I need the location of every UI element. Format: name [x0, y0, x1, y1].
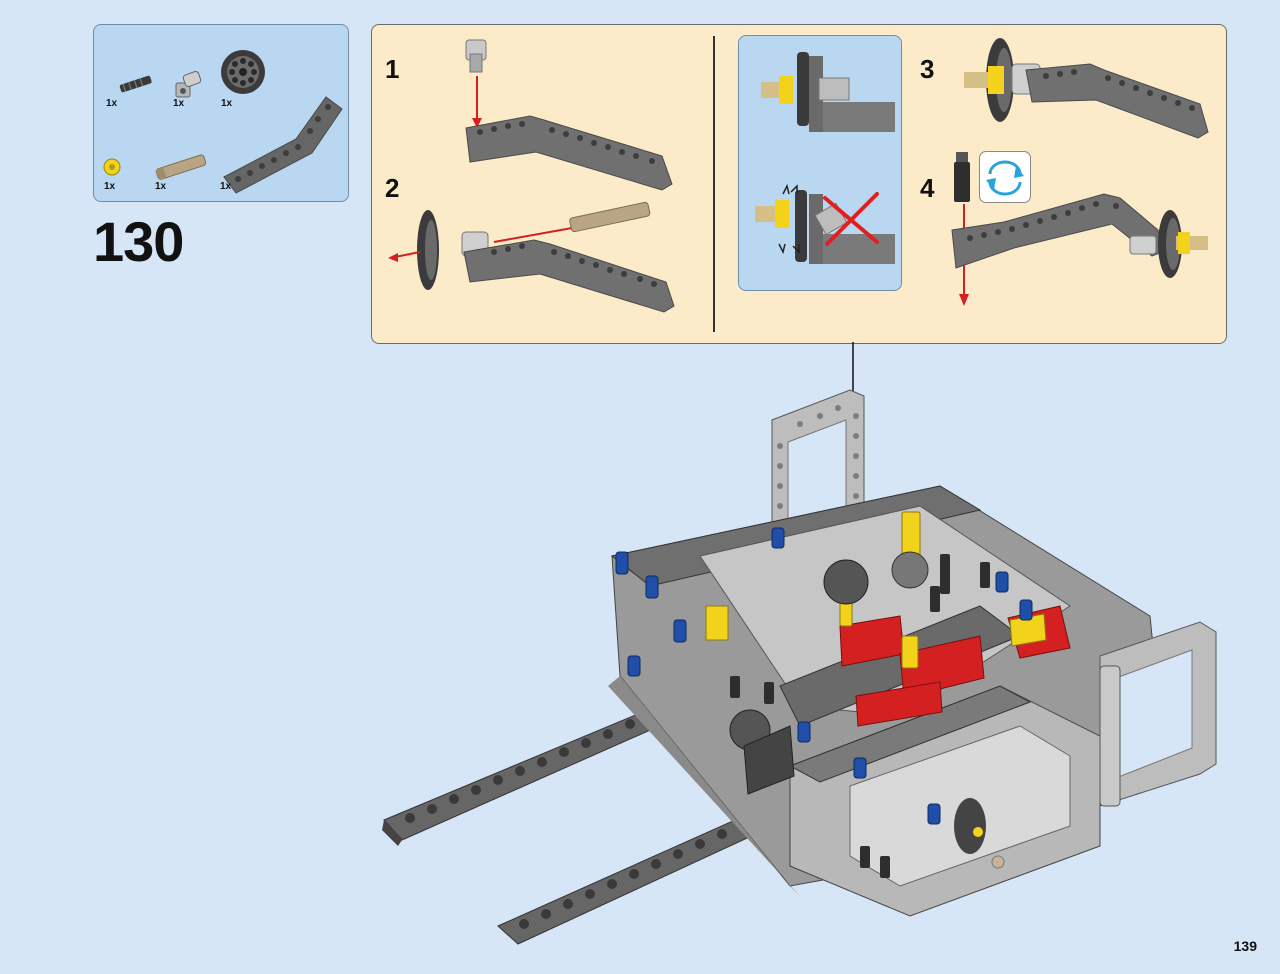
axle-icon — [119, 75, 152, 93]
substep-3-illustration — [964, 38, 1209, 139]
part-qty: 1x — [155, 181, 167, 192]
angle-connector-icon — [175, 70, 202, 98]
bush-icon — [103, 158, 121, 176]
substep-number-3: 3 — [920, 54, 935, 84]
substep-number-4: 4 — [920, 173, 935, 203]
part-qty: 1x — [220, 181, 232, 192]
parts-list-box: 1x 1x 1x 1x 1x — [93, 24, 349, 202]
callout-divider — [713, 36, 715, 332]
part-qty: 1x — [104, 181, 116, 192]
substep-4-illustration — [951, 152, 1208, 306]
substep-1-illustration — [465, 39, 673, 191]
substep-number-2: 2 — [385, 173, 400, 203]
page-number: 139 — [1233, 938, 1257, 954]
angled-beam-icon — [223, 96, 343, 194]
main-model-illustration — [382, 389, 1217, 945]
part-qty: 1x — [106, 98, 118, 109]
substep-number-1: 1 — [385, 54, 400, 84]
part-qty: 1x — [221, 98, 233, 109]
red-cross-icon — [823, 192, 879, 246]
axle-pin-icon — [155, 154, 207, 180]
step-number: 130 — [93, 210, 184, 273]
pulley-wheel-icon — [221, 50, 265, 94]
tip-box — [738, 35, 902, 291]
substep-2-illustration — [388, 201, 675, 313]
part-qty: 1x — [173, 98, 185, 109]
rotate-icon — [979, 151, 1031, 203]
correct-assembly-icon — [761, 52, 895, 132]
